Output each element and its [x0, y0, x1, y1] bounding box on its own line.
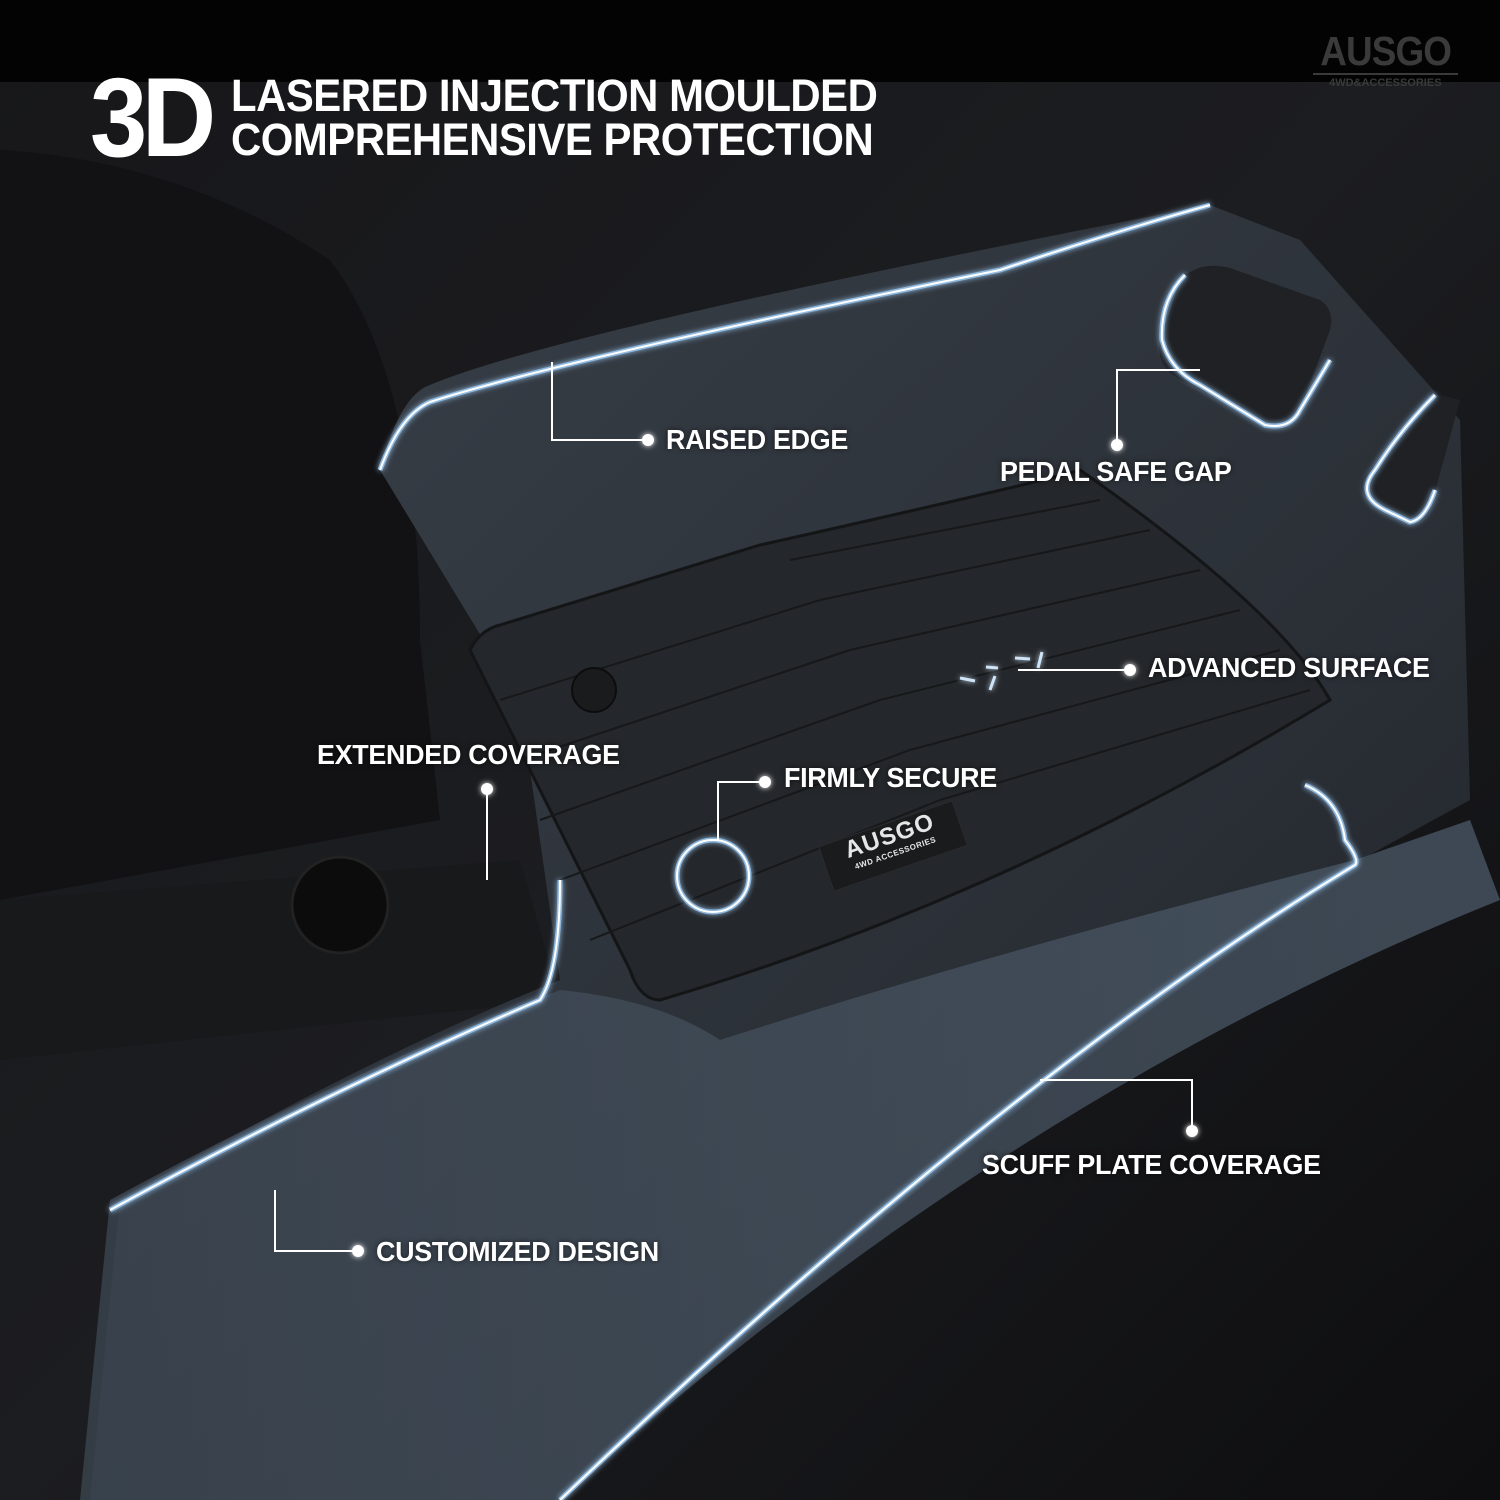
callout-dots	[352, 434, 1198, 1257]
brand-divider	[1312, 73, 1458, 75]
dot-extended-coverage	[481, 783, 493, 795]
brand-tagline: 4WD&ACCESSORIES	[1329, 77, 1442, 89]
headline-line-1: LASERED INJECTION MOULDED	[231, 70, 878, 121]
callout-customized-design: CUSTOMIZED DESIGN	[376, 1236, 659, 1267]
brand-name: AUSGO	[1319, 28, 1452, 74]
accelerator-pedal	[1361, 395, 1460, 524]
surface-dashes	[959, 651, 1044, 691]
leader-firmly-secure	[717, 781, 763, 840]
dot-advanced-surface	[1124, 664, 1136, 676]
leader-pedal-safe-gap	[1116, 369, 1200, 445]
mat-grooves	[499, 499, 1311, 941]
callout-advanced-surface: ADVANCED SURFACE	[1148, 652, 1430, 683]
dot-scuff-plate	[1186, 1125, 1198, 1137]
seat-knob	[290, 855, 390, 955]
callout-extended-coverage: EXTENDED COVERAGE	[317, 739, 620, 770]
seat	[0, 150, 440, 900]
callout-raised-edge: RAISED EDGE	[666, 424, 849, 455]
highlight-outline-cores	[109, 204, 1436, 1500]
mat-retention-clip	[571, 667, 617, 713]
headline-subtitle: LASERED INJECTION MOULDED COMPREHENSIVE …	[231, 70, 878, 165]
dot-raised-edge	[642, 434, 654, 446]
scuff-plate	[80, 820, 1500, 1500]
callout-leaders	[274, 362, 1200, 1252]
dot-firmly-secure	[759, 776, 771, 788]
headline-line-2: COMPREHENSIVE PROTECTION	[231, 114, 874, 165]
seat-base	[0, 860, 560, 1060]
dot-customized-design	[352, 1245, 364, 1257]
callout-firmly-secure: FIRMLY SECURE	[784, 762, 997, 793]
header-bar	[0, 0, 1500, 82]
headline-3d: 3D	[90, 55, 216, 180]
leader-scuff-plate	[1040, 1079, 1193, 1130]
leader-raised-edge	[551, 362, 648, 441]
headline: 3D LASERED INJECTION MOULDED COMPREHENSI…	[90, 62, 926, 174]
dot-pedal-safe-gap	[1111, 439, 1123, 451]
callout-scuff-plate-coverage: SCUFF PLATE COVERAGE	[982, 1149, 1321, 1180]
brand-logo: AUSGO 4WD&ACCESSORIES	[1312, 28, 1458, 89]
mat-tread-pad	[468, 468, 1333, 1002]
callout-pedal-safe-gap: PEDAL SAFE GAP	[1000, 456, 1232, 487]
leader-customized-design	[274, 1190, 357, 1252]
